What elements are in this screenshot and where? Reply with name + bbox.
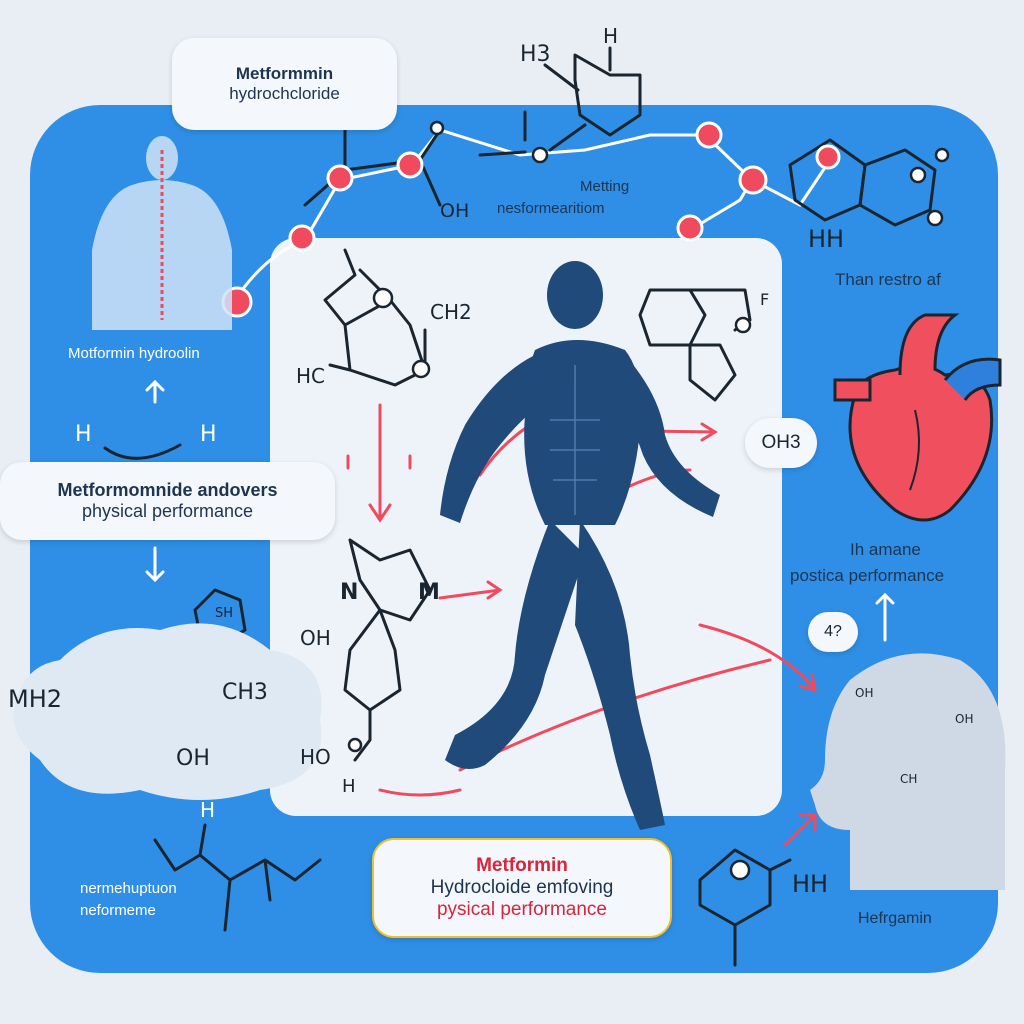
red-node	[396, 151, 424, 179]
chem-oh-cloud: OH	[176, 746, 210, 771]
question-bubble: 4?	[808, 612, 858, 652]
callout-top-left: Metformmin hydrochcloride	[172, 38, 397, 130]
callout-top-left-line1: Metformmin	[235, 64, 334, 84]
panel-mol-mid	[343, 538, 432, 762]
bottom-right-skeleton	[698, 848, 792, 967]
man-left-leg	[445, 520, 585, 769]
chem-ch2: CH2	[430, 300, 472, 324]
arrow-red	[783, 813, 817, 847]
chem-h-top: H	[603, 24, 619, 48]
arrow-red	[698, 623, 817, 693]
question-text: 4?	[824, 622, 842, 640]
bottom-left-skeleton	[153, 823, 322, 932]
man-head	[547, 261, 603, 329]
chem-hc: HC	[296, 364, 326, 388]
panel-mol-top	[323, 248, 427, 387]
chem-f: F	[760, 290, 770, 309]
right-ring-b	[858, 148, 937, 227]
chem-m-right: M	[418, 580, 440, 605]
hh-bracket	[103, 443, 182, 460]
label-neformeme: neformeme	[80, 902, 156, 919]
label-nesformearition: nesformearitiom	[497, 200, 605, 217]
chem-oh-mid: OH	[300, 626, 331, 650]
arrow-red	[438, 580, 503, 600]
chem-hh-left-a: H	[75, 422, 92, 447]
man-left-arm	[440, 355, 540, 523]
label-motformin-hydrolin: Motformin hydroolin	[68, 345, 200, 362]
chem-oh-top: OH	[440, 200, 470, 222]
red-node	[815, 144, 841, 170]
chem-mh2: MH2	[8, 685, 63, 713]
chem-ch3: CH3	[222, 680, 268, 705]
man-right-leg	[575, 520, 665, 830]
arrow-white	[145, 379, 165, 404]
red-node	[326, 164, 354, 192]
label-then-restro: Than restro af	[835, 270, 941, 289]
callout-bottom-line2: Hydrocloide emfoving	[430, 877, 614, 899]
oh3-bubble: OH3	[745, 418, 817, 468]
heart-illustration	[833, 313, 1002, 522]
label-ih-amane: Ih amane	[850, 540, 921, 559]
callout-mid-left-line2: physical performance	[81, 501, 254, 521]
label-hefrgamin: Hefrgamin	[858, 910, 932, 927]
chem-sh: SH	[215, 606, 234, 621]
panel-naphthalene-b	[688, 343, 737, 402]
chem-ho-bottom: HO	[300, 745, 331, 769]
heart-vessel-blue	[943, 357, 1002, 401]
label-nermehuptuon: nermehuptuon	[80, 880, 177, 897]
callout-mid-left-line1: Metformomnide andovers	[57, 480, 278, 501]
chem-oh-head-right: OH	[855, 686, 874, 700]
arrow-white	[875, 592, 895, 642]
chem-hh-bottom: HH	[792, 870, 829, 898]
chem-oh-head: OH	[955, 712, 974, 726]
chem-n-left: N	[340, 580, 359, 605]
chem-h-bottom: H	[342, 776, 356, 797]
callout-bottom-center: Metformin Hydrocloide emfoving pysical p…	[372, 838, 672, 938]
label-metting: Metting	[580, 178, 630, 195]
chem-h3: H3	[520, 42, 551, 67]
chem-h-skel: H	[200, 798, 216, 822]
heart-body	[848, 364, 994, 522]
arrow-red	[346, 454, 412, 470]
red-node	[695, 121, 723, 149]
callout-bottom-line3: pysical performance	[436, 898, 608, 920]
red-node	[738, 165, 768, 195]
head-silhouette	[810, 653, 1006, 890]
man-right-arm	[620, 355, 720, 517]
chem-ch-head: CH	[900, 772, 918, 786]
chem-hh-right: HH	[808, 225, 845, 253]
top-ring	[573, 53, 642, 137]
red-node	[676, 214, 704, 242]
heart-vessel-red	[898, 313, 960, 376]
oh3-bubble-text: OH3	[761, 432, 801, 454]
arrow-red	[368, 403, 392, 523]
running-man	[440, 261, 720, 830]
callout-top-left-line2: hydrochcloride	[229, 84, 340, 103]
man-torso	[524, 340, 641, 525]
callout-bottom-line1: Metformin	[476, 855, 568, 877]
arrow-red	[378, 788, 462, 797]
cloud-shape	[13, 623, 322, 800]
arrow-white	[145, 546, 165, 583]
label-postica-performance: postica performance	[790, 566, 945, 585]
red-node	[288, 224, 316, 252]
human-back-figure	[92, 136, 232, 330]
callout-mid-left: Metformomnide andovers physical performa…	[0, 462, 335, 540]
chem-hh-left-b: H	[200, 422, 217, 447]
